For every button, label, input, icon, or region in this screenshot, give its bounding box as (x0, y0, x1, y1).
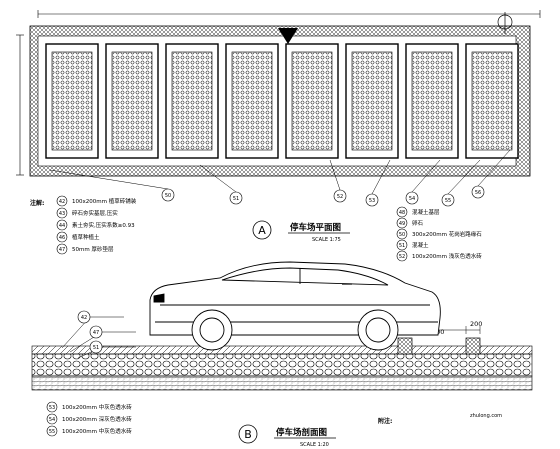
legend-item: 54 100x200mm 深灰色透水砖 (46, 413, 132, 425)
notes-heading: 注解: (30, 199, 44, 207)
plan-callout: 54 (405, 159, 441, 205)
legend-text: 100x200mm 植草砖铺装 (72, 197, 137, 205)
legend-number: 50 (399, 232, 405, 238)
legend-item: 55 100x200mm 中灰色透水砖 (46, 425, 132, 437)
parking-stall (105, 43, 159, 159)
plan-callout: 51 (199, 164, 243, 205)
legend-text: 素土夯实,压实系数≥0.93 (72, 221, 135, 229)
legend-text: 混凝土 (412, 241, 429, 249)
parking-stall (285, 43, 339, 159)
legend-number: 51 (399, 243, 405, 249)
remark-heading: 附注: (378, 417, 392, 425)
legend-number: 42 (59, 199, 65, 205)
legend-item: 50 300x200mm 花岗岩路缘石 (396, 228, 482, 240)
legend-number: 52 (399, 254, 405, 260)
plan-callout: 50 (49, 169, 175, 202)
legend-text: 卵石 (412, 219, 424, 227)
legend-number: 46 (59, 235, 65, 241)
rear-wheel-icon (357, 309, 399, 351)
legend-text: 100x200mm 中灰色透水砖 (62, 403, 132, 411)
curb-right (465, 337, 481, 355)
plan-callout: 55 (441, 159, 481, 207)
legend-item: 51 混凝土 (396, 239, 429, 251)
section-callout: 42 (61, 310, 124, 349)
plan-callout: 56 (471, 149, 511, 199)
parking-stall (345, 43, 399, 159)
front-wheel-icon (191, 309, 233, 351)
legend-number: 49 (399, 221, 405, 227)
legend-number: 43 (59, 211, 65, 217)
parking-stall (45, 43, 99, 159)
section-soil-layer (31, 375, 533, 391)
parking-stalls (45, 43, 519, 159)
legend-item: 43 碎石夯实基层,压实 (56, 207, 118, 219)
legend-text: 碎石夯实基层,压实 (72, 209, 118, 217)
plan-title: 停车场平面图 (290, 222, 341, 233)
plan-callout: 53 (365, 159, 391, 207)
plan-section-marker: A (258, 224, 266, 237)
section-callout-leaders: 42 47 51 (61, 310, 136, 359)
section-callout-number: 51 (93, 345, 99, 351)
legend-item: 49 卵石 (396, 217, 424, 229)
plan-callout-number: 52 (337, 194, 343, 200)
section-callout: 47 (69, 325, 136, 353)
plan-callout-number: 56 (475, 190, 481, 196)
parking-stall (405, 43, 459, 159)
legend-item: 46 植草种植土 (56, 231, 100, 243)
curb-left (397, 337, 413, 355)
plan-callout-number: 50 (165, 193, 171, 199)
plan-section-marker-circle (252, 220, 272, 240)
section-stone-layer (31, 353, 533, 377)
watermark: zhulong.com (470, 413, 502, 419)
legend-text: 100x200mm 浅灰色透水砖 (412, 252, 482, 260)
legend-text: 300x200mm 花岗岩路缘石 (412, 230, 482, 238)
legend-item: 48 混凝土基层 (396, 206, 440, 218)
section-callout-number: 47 (93, 330, 99, 336)
section-marker-circle (238, 424, 258, 444)
legend-number: 47 (59, 247, 65, 253)
legend-text: 混凝土基层 (412, 208, 440, 216)
plan-callout-number: 53 (369, 198, 375, 204)
legend-bottom: 53 100x200mm 中灰色透水砖 54 100x200mm 深灰色透水砖 55 10… (46, 401, 132, 437)
legend-item: 42 100x200mm 植草砖铺装 (56, 195, 137, 207)
plan-scale: SCALE 1:75 (312, 237, 341, 243)
legend-item: 53 100x200mm 中灰色透水砖 (46, 401, 132, 413)
legend-text: 100x200mm 深灰色透水砖 (62, 415, 132, 423)
parking-stall (165, 43, 219, 159)
legend-number: 53 (49, 405, 55, 411)
car-illustration (149, 261, 441, 351)
plan-view: 50 51 52 53 54 55 56 A 停车场平面图 SCALE 1:75 (16, 10, 541, 243)
legend-text: 植草种植土 (72, 233, 100, 241)
section-marker: B (244, 428, 252, 441)
legend-item: 47 50mm 厚砂垫层 (56, 243, 114, 255)
legend-left: 42 100x200mm 植草砖铺装 43 碎石夯实基层,压实 44 素土夯实,压实系数≥… (56, 195, 137, 255)
section-callout: 51 (77, 340, 136, 359)
plan-callout-leaders: 50 51 52 53 54 55 56 (49, 149, 511, 207)
plan-callout-number: 55 (445, 198, 451, 204)
section-title: 停车场剖面图 (276, 427, 327, 438)
section-scale: SCALE 1:20 (300, 442, 329, 448)
plan-callout-number: 51 (233, 196, 239, 202)
parking-stall (225, 43, 279, 159)
plan-callout: 52 (329, 159, 347, 203)
legend-text: 50mm 厚砂垫层 (72, 245, 114, 253)
legend-number: 48 (399, 210, 405, 216)
north-arrow-icon (278, 28, 298, 44)
legend-item: 52 100x200mm 浅灰色透水砖 (396, 250, 482, 262)
plan-callout-number: 54 (409, 196, 415, 202)
legend-number: 54 (49, 417, 55, 423)
legend-number: 55 (49, 429, 55, 435)
section-dimension-3: 200 (470, 320, 482, 328)
legend-right: 48 混凝土基层 49 卵石 50 300x200mm 花岗岩路缘石 51 混凝土 52 100x… (396, 206, 482, 262)
notes-block: 注解: 42 100x200mm 植草砖铺装 43 碎石夯实基层,压实 44 素土夯实,压… (30, 195, 482, 262)
legend-item: 44 素土夯实,压实系数≥0.93 (56, 219, 135, 231)
parking-stall (465, 43, 519, 159)
legend-text: 100x200mm 中灰色透水砖 (62, 427, 132, 435)
legend-number: 44 (59, 223, 65, 229)
section-callout-number: 42 (81, 315, 87, 321)
